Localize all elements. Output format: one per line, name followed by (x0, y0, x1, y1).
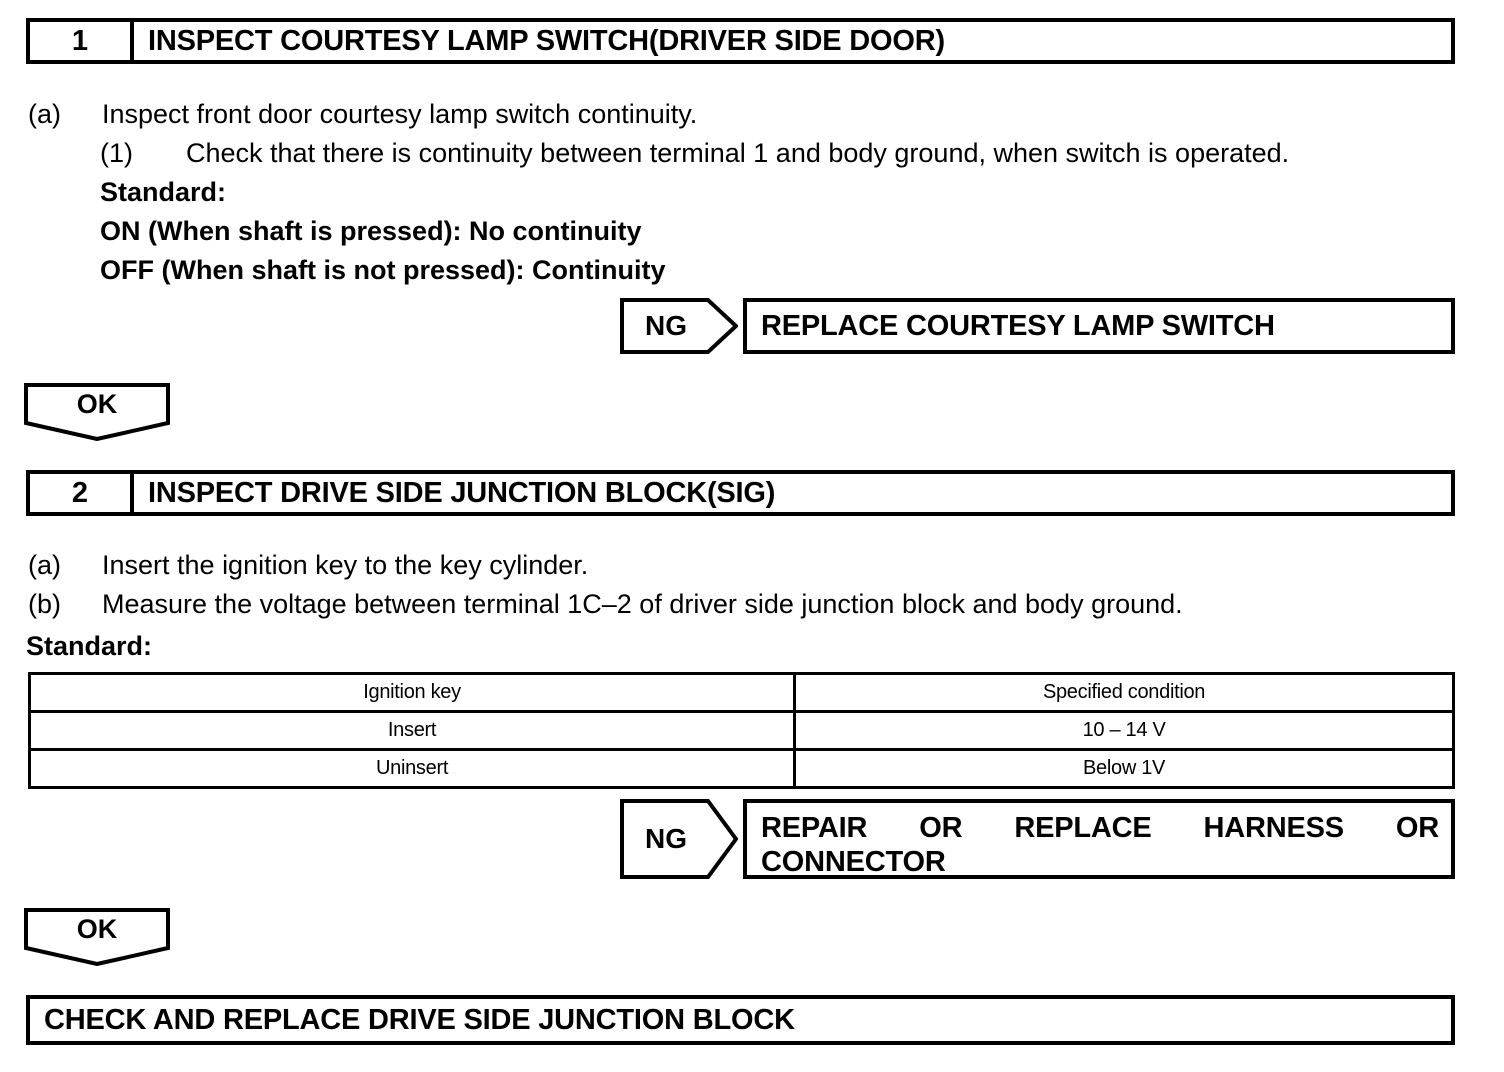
step-1-number: 1 (30, 22, 134, 60)
step-1-title: INSPECT COURTESY LAMP SWITCH(DRIVER SIDE… (148, 24, 945, 57)
step-1-standard-label: Standard: (100, 177, 227, 207)
table-cell-uninsert-key: Uninsert (27, 748, 797, 789)
table-row: Insert 10 – 14 V (27, 710, 1455, 751)
step-2-number: 2 (30, 474, 134, 512)
step-2-standard-label: Standard: (26, 631, 153, 661)
table-header-ignition-key: Ignition key (27, 672, 797, 713)
step-2-title: INSPECT DRIVE SIDE JUNCTION BLOCK(SIG) (148, 476, 776, 509)
step-2-ng-action-line-2: CONNECTOR (761, 846, 946, 878)
list-marker-b: (b) (28, 589, 61, 619)
step-2-ng-action-line-1: REPAIR OR REPLACE HARNESS OR (761, 812, 1439, 844)
step-1-line-a1: (1) Check that there is continuity betwee… (100, 137, 1289, 169)
step-1-header: 1 INSPECT COURTESY LAMP SWITCH(DRIVER SI… (26, 18, 1455, 64)
table-cell-insert-key: Insert (27, 710, 797, 751)
step-1-line-a-text: Inspect front door courtesy lamp switch … (102, 99, 698, 129)
step-2-ok-label: OK (76, 913, 118, 944)
step-2-ng-label: NG (645, 823, 687, 854)
standard-table: Ignition key Specified condition Insert … (27, 672, 1455, 789)
final-action-box: CHECK AND REPLACE DRIVE SIDE JUNCTION BL… (26, 995, 1455, 1045)
step-2-ok-marker: OK (24, 908, 170, 966)
step-2-header: 2 INSPECT DRIVE SIDE JUNCTION BLOCK(SIG) (26, 470, 1455, 516)
list-marker-a1: (1) (100, 138, 133, 168)
step-1-line-a: (a) Inspect front door courtesy lamp swit… (28, 98, 697, 130)
list-marker-a: (a) (28, 99, 61, 129)
step-1-line-a1-text: Check that there is continuity between t… (186, 138, 1290, 168)
table-cell-insert-voltage: 10 – 14 V (793, 710, 1455, 751)
step-2-line-b-text: Measure the voltage between terminal 1C–… (102, 589, 1183, 619)
step-2-line-b: (b) Measure the voltage between terminal … (28, 588, 1183, 620)
step-2-ng-action-box: REPAIR OR REPLACE HARNESS OR CONNECTOR (743, 799, 1455, 879)
step-1-ng-marker: NG (620, 298, 738, 354)
step-2-line-a-text: Insert the ignition key to the key cylin… (102, 550, 589, 580)
step-1-ok-marker: OK (24, 383, 170, 441)
step-1-ng-label: NG (645, 310, 687, 341)
step-1-ok-label: OK (76, 388, 118, 419)
table-header-specified-condition: Specified condition (793, 672, 1455, 713)
list-marker-a: (a) (28, 550, 61, 580)
step-2-ng-marker: NG (620, 799, 738, 879)
step-2-line-a: (a) Insert the ignition key to the key cy… (28, 549, 588, 581)
step-1-standard-on: ON (When shaft is pressed): No continuit… (100, 216, 642, 246)
step-1-ng-action-box: REPLACE COURTESY LAMP SWITCH (743, 298, 1455, 354)
table-cell-uninsert-voltage: Below 1V (793, 748, 1455, 789)
table-row: Uninsert Below 1V (27, 748, 1455, 789)
step-1-standard-off: OFF (When shaft is not pressed): Continu… (100, 255, 666, 285)
table-header-row: Ignition key Specified condition (27, 672, 1455, 713)
